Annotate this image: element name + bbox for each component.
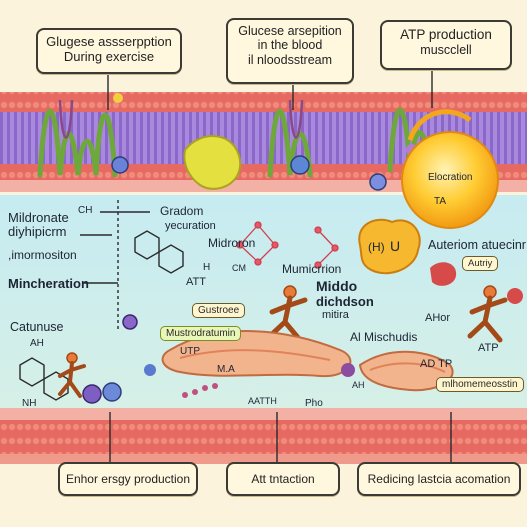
label-dichdson: dichdson [316,294,374,309]
runner-middle [267,285,308,343]
label-nh: NH [22,398,37,409]
callout-glucose-bloodstream-line2: in the blood [257,38,323,53]
lower-membrane [0,408,527,464]
callout-glucose-absorption-line2: During exercise [63,48,155,64]
protein-outlines [58,99,304,139]
tag-autriy: Autriy [462,256,499,271]
callout-atp-production: ATP production muscclell [380,20,512,70]
callout-atp-production-line2: muscclell [420,42,472,57]
callout-glucose-absorption: Glugese assserpption During exercise [36,28,182,74]
label-auteriom: Auteriom atuecinr [428,238,526,252]
label-cm: CM [232,263,246,273]
label-att: ATT [186,276,206,288]
label-ch: CH [78,205,93,216]
label-u-bubble: U [390,238,401,254]
runner-left [58,352,86,398]
label-yecuration: yecuration [165,220,216,232]
label-atp-right: ATP [478,342,499,354]
label-elocration: Elocration [428,172,473,183]
label-midroron: Midroron [208,236,256,250]
label-ah-left: AH [30,338,44,349]
atp-sun-tail [407,109,472,141]
label-ah-mid: AH [352,380,365,390]
callout-att-interaction: Att tntaction [226,462,340,496]
label-h-bubble: (H) [368,240,385,254]
callout-glucose-bloodstream-line3: il nloodsstream [247,52,333,67]
tag-mlhomemeosstin: mlhomemeosstin [436,377,524,392]
label-diyhipicrm: diyhipicrm [8,224,67,239]
label-mincheration: Mincheration [8,276,89,291]
label-gradom: Gradom [160,204,204,218]
red-ball [507,288,523,304]
glucose-transporter [183,135,242,190]
label-ta: TA [434,196,447,207]
muscle-fibers [161,330,454,392]
label-al-mischudis: Al Mischudis [350,330,418,344]
callout-energy-production: Enhor ersgy production [58,462,198,496]
callout-reducing-lactic-acid: Redicing lastcia acomation [357,462,521,496]
tag-gustrose: Gustroee [192,303,246,318]
callout-glucose-bloodstream-line1: Glucese arsepition [238,24,342,38]
callout-glucose-bloodstream: Glucese arsepition in the blood il nlood… [226,18,354,84]
label-adtp: AD TP [420,358,453,370]
label-mitira: mitira [322,309,349,321]
label-pho: Pho [305,398,323,409]
label-h-small: H [203,262,211,273]
label-mumicrrion: Mumicrrion [282,262,342,276]
callout-atp-production-line1: ATP production [400,27,492,42]
label-imormositon: ,imormositon [8,248,77,262]
atp-sun [401,131,499,229]
label-ahor: AHor [425,312,451,324]
molecule-red-lattice [236,221,339,269]
purple-molecules [82,314,355,404]
label-utp: UTP [180,346,200,357]
label-catunuse: Catunuse [10,320,64,334]
molecule-structure-left [19,230,184,401]
callout-glucose-absorption-line1: Glugese assserpption [46,34,172,49]
red-blob [430,262,457,286]
label-mildronate: Mildronate [8,210,69,225]
orange-bubble [358,218,421,275]
tag-mustrodratumin: Mustrodratumin [160,326,242,341]
label-middo: Middo [316,278,358,294]
label-ma: M.A [217,364,235,375]
label-aath: AATTH [248,396,277,406]
runner-right [467,285,508,343]
